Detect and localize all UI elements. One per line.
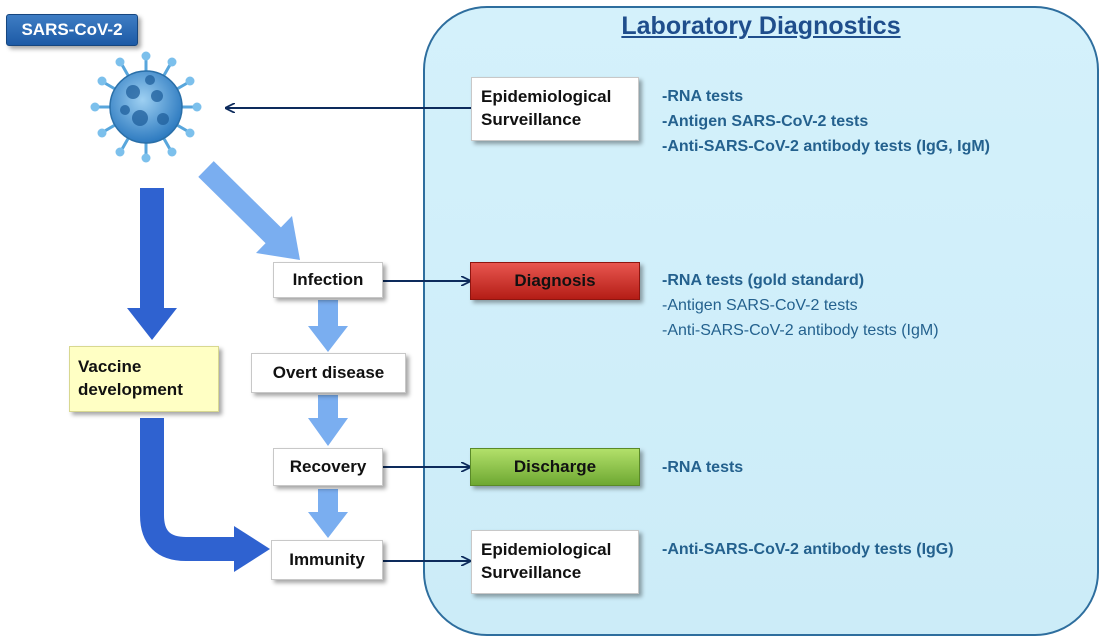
test-item: -RNA tests (gold standard) [662, 272, 865, 289]
laboratory-diagnostics-title: Laboratory Diagnostics [621, 12, 901, 40]
overt-disease-label: Overt disease [272, 362, 385, 382]
epi-bottom-line1: Epidemiological [481, 540, 612, 560]
epi-bottom-tests-list: -Anti-SARS-CoV-2 antibody tests (IgG) [662, 537, 954, 562]
virus-to-infection-arrow [198, 161, 300, 260]
diagnosis-tests-list: -RNA tests (gold standard) -Antigen SARS… [662, 268, 939, 343]
epi-bottom-line2: Surveillance [481, 563, 582, 582]
recovery-to-immunity-arrow [308, 489, 348, 538]
test-item: -Antigen SARS-CoV-2 tests [662, 113, 869, 130]
vaccine-label-line2: development [78, 380, 183, 399]
epidemiological-surveillance-top-box: Epidemiological Surveillance [471, 77, 639, 141]
immunity-label: Immunity [289, 549, 365, 569]
immunity-box: Immunity [271, 540, 383, 580]
diagnosis-box: Diagnosis [470, 262, 640, 300]
infection-label: Infection [292, 269, 364, 289]
discharge-label: Discharge [513, 456, 597, 476]
virus-badge: SARS-CoV-2 [6, 14, 138, 46]
vaccine-development-box: Vaccine development [69, 346, 219, 412]
infection-box: Infection [273, 262, 383, 298]
infection-to-overt-arrow [308, 300, 348, 352]
test-item: -RNA tests [662, 459, 744, 476]
vaccine-to-immunity-arrow [140, 418, 270, 572]
epi-top-line1: Epidemiological [481, 87, 612, 107]
virus-to-vaccine-arrow [127, 188, 177, 340]
diagnosis-label: Diagnosis [514, 270, 596, 290]
recovery-label: Recovery [289, 456, 367, 476]
overt-disease-box: Overt disease [251, 353, 406, 393]
test-item: -Anti-SARS-CoV-2 antibody tests (IgG) [662, 541, 954, 558]
overt-to-recovery-arrow [308, 395, 348, 446]
test-item: -Antigen SARS-CoV-2 tests [662, 297, 858, 314]
recovery-box: Recovery [273, 448, 383, 486]
test-item: -RNA tests [662, 88, 744, 105]
epi-top-tests-list: -RNA tests -Antigen SARS-CoV-2 tests -An… [662, 84, 990, 159]
epidemiological-surveillance-bottom-box: Epidemiological Surveillance [471, 530, 639, 594]
test-item: -Anti-SARS-CoV-2 antibody tests (IgM) [662, 322, 939, 339]
virus-icon [90, 51, 202, 163]
vaccine-label-line1: Vaccine [78, 357, 142, 377]
epi-top-line2: Surveillance [481, 110, 582, 129]
discharge-box: Discharge [470, 448, 640, 486]
test-item: -Anti-SARS-CoV-2 antibody tests (IgG, Ig… [662, 138, 990, 155]
discharge-tests-list: -RNA tests [662, 455, 743, 480]
